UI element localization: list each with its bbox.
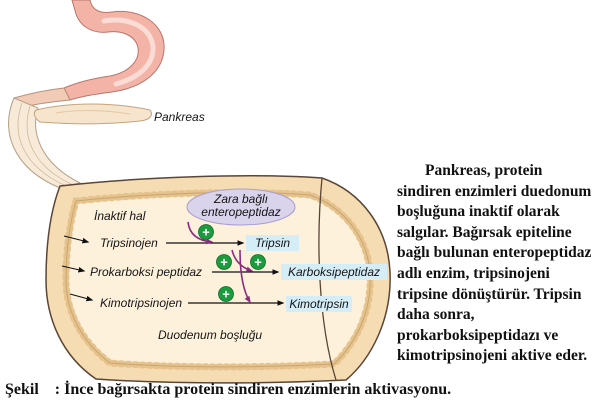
description-paragraph: Pankreas, protein sindiren enzimleri due… (397, 161, 607, 367)
caption-label: Şekil (5, 381, 39, 398)
enzyme-label-line2: enteropeptidaz (201, 205, 280, 219)
reaction-carboxypeptidase: Prokarboksi peptidaz Karboksipeptidaz (90, 264, 387, 280)
description-line: boşluğuna inaktif olarak (397, 203, 560, 221)
pancreas-texture (55, 109, 131, 115)
description-line: Pankreas, protein (425, 162, 543, 179)
digestion-diagram: Pankreas Zara bağlı enteropeptidaz İnakt… (8, 0, 391, 384)
description-line: tripsine dönüştürür. Tripsin (397, 285, 582, 303)
product-label: Karboksipeptidaz (288, 265, 380, 279)
activation-plus-icon: + (250, 254, 266, 270)
secretion-arrow (61, 265, 86, 273)
product-label: Tripsin (255, 236, 290, 250)
precursor-label: Kimotripsinojen (100, 296, 182, 310)
product-box (286, 296, 352, 312)
lumen-label: Duodenum boşluğu (158, 328, 262, 342)
inactive-state-label: İnaktif hal (94, 209, 146, 223)
precursor-label: Prokarboksi peptidaz (90, 265, 202, 279)
enzyme-oval (186, 188, 296, 226)
activation-arrow (231, 249, 254, 272)
description-line: bağlı bulunan enteropeptidaz (397, 244, 592, 262)
secretion-arrow (63, 235, 90, 244)
description-line: salgılar. Bağırsak epiteline (397, 223, 572, 241)
description-line: prokarboksipeptidazı ve (397, 326, 559, 344)
caption-text: : İnce bağırsakta protein sindiren enzim… (54, 381, 452, 398)
description-line: kimotripsinojeni aktive eder. (397, 347, 588, 365)
product-box (246, 235, 299, 251)
enteropeptidase-enzyme: Zara bağlı enteropeptidaz (186, 188, 296, 226)
activation-plus-sign: + (220, 254, 228, 269)
description-line: sindiren enzimleri duedonum (397, 182, 592, 200)
activation-plus-sign: + (254, 254, 262, 269)
precursor-label: Tripsinojen (100, 236, 158, 250)
product-label: Kimotripsin (289, 297, 349, 311)
reaction-chymotrypsin: Kimotripsinojen Kimotripsin (100, 296, 352, 312)
activation-arrow (187, 221, 214, 245)
activation-plus-sign: + (222, 286, 230, 301)
pancreas-label: Pankreas (154, 110, 205, 124)
activation-circle (198, 224, 214, 240)
figure-caption: Şekil : İnce bağırsakta protein sindiren … (5, 381, 451, 399)
pancreas-shape (33, 103, 153, 125)
duodenum-loop-line (17, 102, 67, 187)
stomach-highlight (101, 17, 156, 87)
description-line: adlı enzim, tripsinojeni (397, 264, 550, 282)
activation-plus-icon: + (216, 254, 232, 270)
product-box (281, 264, 387, 280)
reaction-trypsin: Tripsinojen Tripsin (100, 235, 299, 251)
stomach (63, 0, 165, 101)
activation-circle (250, 254, 266, 270)
duodenum-section-edge (318, 177, 337, 381)
activation-plus-sign: + (202, 224, 210, 239)
activation-arrow (239, 249, 251, 304)
secretion-arrow (69, 293, 94, 302)
pancreas (33, 103, 153, 125)
duodenum-loop-line (26, 105, 74, 186)
activation-plus-icon: + (198, 224, 214, 240)
activation-plus-icon: + (218, 286, 234, 302)
activation-circle (218, 286, 234, 302)
activation-circle (216, 254, 232, 270)
description-line: daha sonra, (397, 306, 475, 324)
enzyme-label-line1: Zara bağlı (213, 192, 268, 206)
